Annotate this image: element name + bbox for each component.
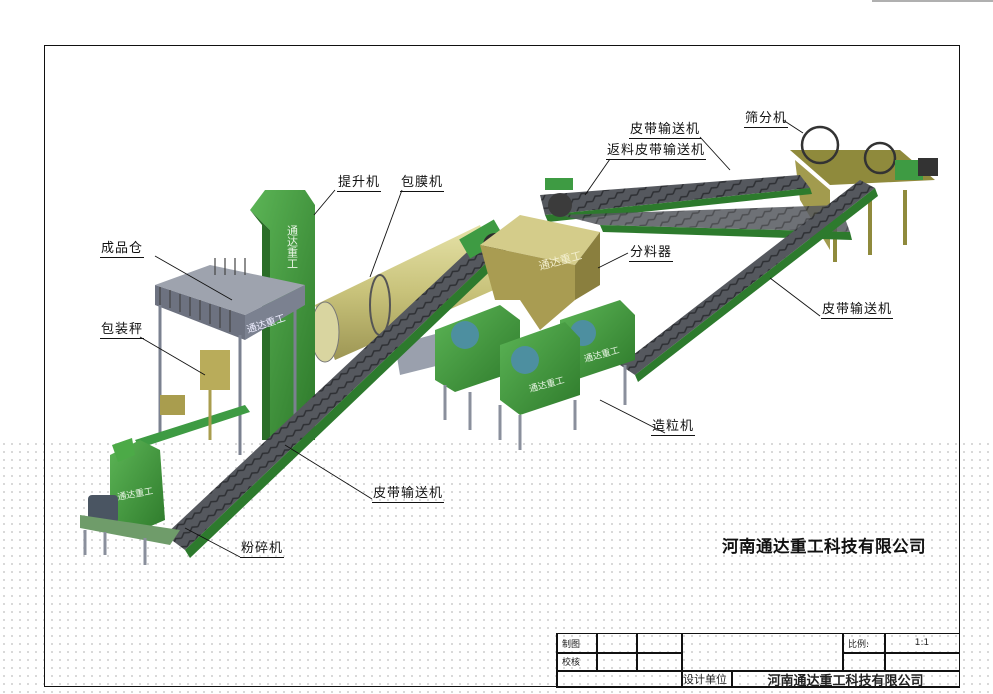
checked-by-label: 校核 bbox=[562, 657, 581, 668]
drawn-by-field[interactable] bbox=[596, 634, 636, 652]
label-belt-conveyor-bottom: 皮带输送机 bbox=[372, 486, 445, 503]
label-screening-machine: 筛分机 bbox=[744, 111, 789, 128]
label-coating-machine: 包膜机 bbox=[400, 175, 445, 192]
label-finished-product-bin: 成品仓 bbox=[100, 241, 145, 258]
title-block: 制图 校核 比例: 1:1 设计单位 河南通达重工科技有限公司 bbox=[556, 633, 960, 689]
dotted-background bbox=[0, 440, 993, 694]
drawing-frame bbox=[44, 45, 960, 687]
drawn-by-label: 制图 bbox=[562, 639, 581, 650]
scale-label: 比例: bbox=[848, 639, 870, 650]
scale-value: 1:1 bbox=[914, 638, 930, 648]
granulators-graphic: 通达重工 通达重工 bbox=[435, 300, 635, 450]
label-belt-conveyor-top: 皮带输送机 bbox=[629, 122, 702, 139]
checked-by-field[interactable] bbox=[596, 652, 636, 670]
return-belt-conveyor-graphic bbox=[540, 175, 852, 240]
label-return-belt-conveyor: 返料皮带输送机 bbox=[606, 143, 707, 160]
label-bucket-elevator: 提升机 bbox=[337, 175, 382, 192]
design-unit-value: 河南通达重工科技有限公司 bbox=[767, 673, 924, 689]
right-belt-conveyor-graphic bbox=[620, 180, 878, 382]
label-distributor: 分料器 bbox=[629, 245, 674, 262]
top-edge-bar bbox=[872, 0, 993, 2]
label-granulator: 造粒机 bbox=[651, 419, 696, 436]
svg-text:通达重工: 通达重工 bbox=[286, 225, 299, 269]
design-unit-label: 设计单位 bbox=[683, 673, 727, 686]
distributor-graphic: 通达重工 bbox=[480, 215, 600, 330]
company-caption: 河南通达重工科技有限公司 bbox=[722, 537, 926, 556]
packing-scale-graphic bbox=[135, 350, 250, 448]
leader-lines bbox=[139, 119, 821, 558]
label-crusher: 粉碎机 bbox=[240, 541, 285, 558]
crusher-graphic: 通达重工 bbox=[80, 438, 180, 565]
label-belt-conveyor-right: 皮带输送机 bbox=[821, 302, 894, 319]
label-packing-scale: 包装秤 bbox=[100, 322, 145, 339]
